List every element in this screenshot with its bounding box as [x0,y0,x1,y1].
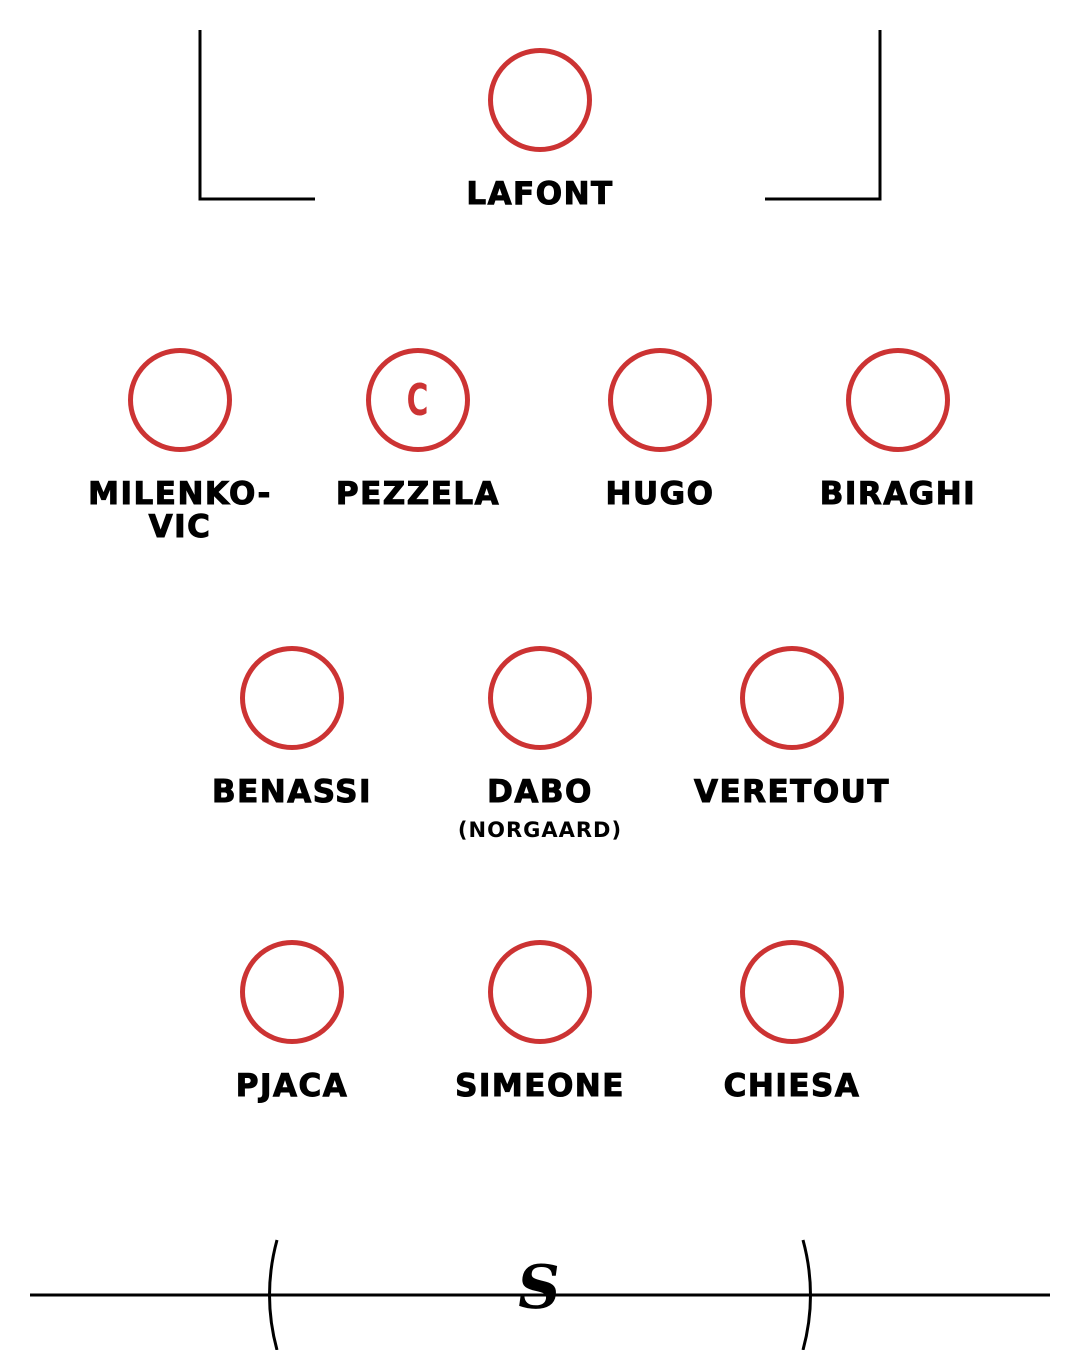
player-substitute: (NORGAARD) [457,818,623,842]
player-circle-icon: C [366,348,470,452]
player-circle-icon [240,646,344,750]
player-circle-icon [488,646,592,750]
player-circle-icon [128,348,232,452]
brand-logo-icon: S [512,1253,566,1323]
player-name: BIRAGHI [819,476,977,512]
player-name: PJACA [235,1068,349,1104]
player-name: SIMEONE [455,1068,625,1104]
player-name: BENASSI [211,774,373,810]
player-circle-icon [846,348,950,452]
center-circle-left-arc [268,1239,279,1350]
player-circle-icon [740,646,844,750]
player-name: DABO [487,774,593,810]
goal-box-right [765,30,882,201]
captain-badge: C [407,374,429,426]
player-circle-icon [240,940,344,1044]
center-circle-right-arc [801,1239,812,1350]
player-circle-icon [488,940,592,1044]
goal-box-left [198,30,315,201]
player-name: HUGO [605,476,715,512]
player-circle-icon [488,48,592,152]
player-name: CHIESA [723,1068,861,1104]
player-name: MILENKO- VIC [88,476,272,545]
player-name: VERETOUT [693,774,891,810]
player-circle-icon [740,940,844,1044]
player-name: LAFONT [466,176,614,212]
player-name: PEZZELA [335,476,501,512]
player-circle-icon [608,348,712,452]
